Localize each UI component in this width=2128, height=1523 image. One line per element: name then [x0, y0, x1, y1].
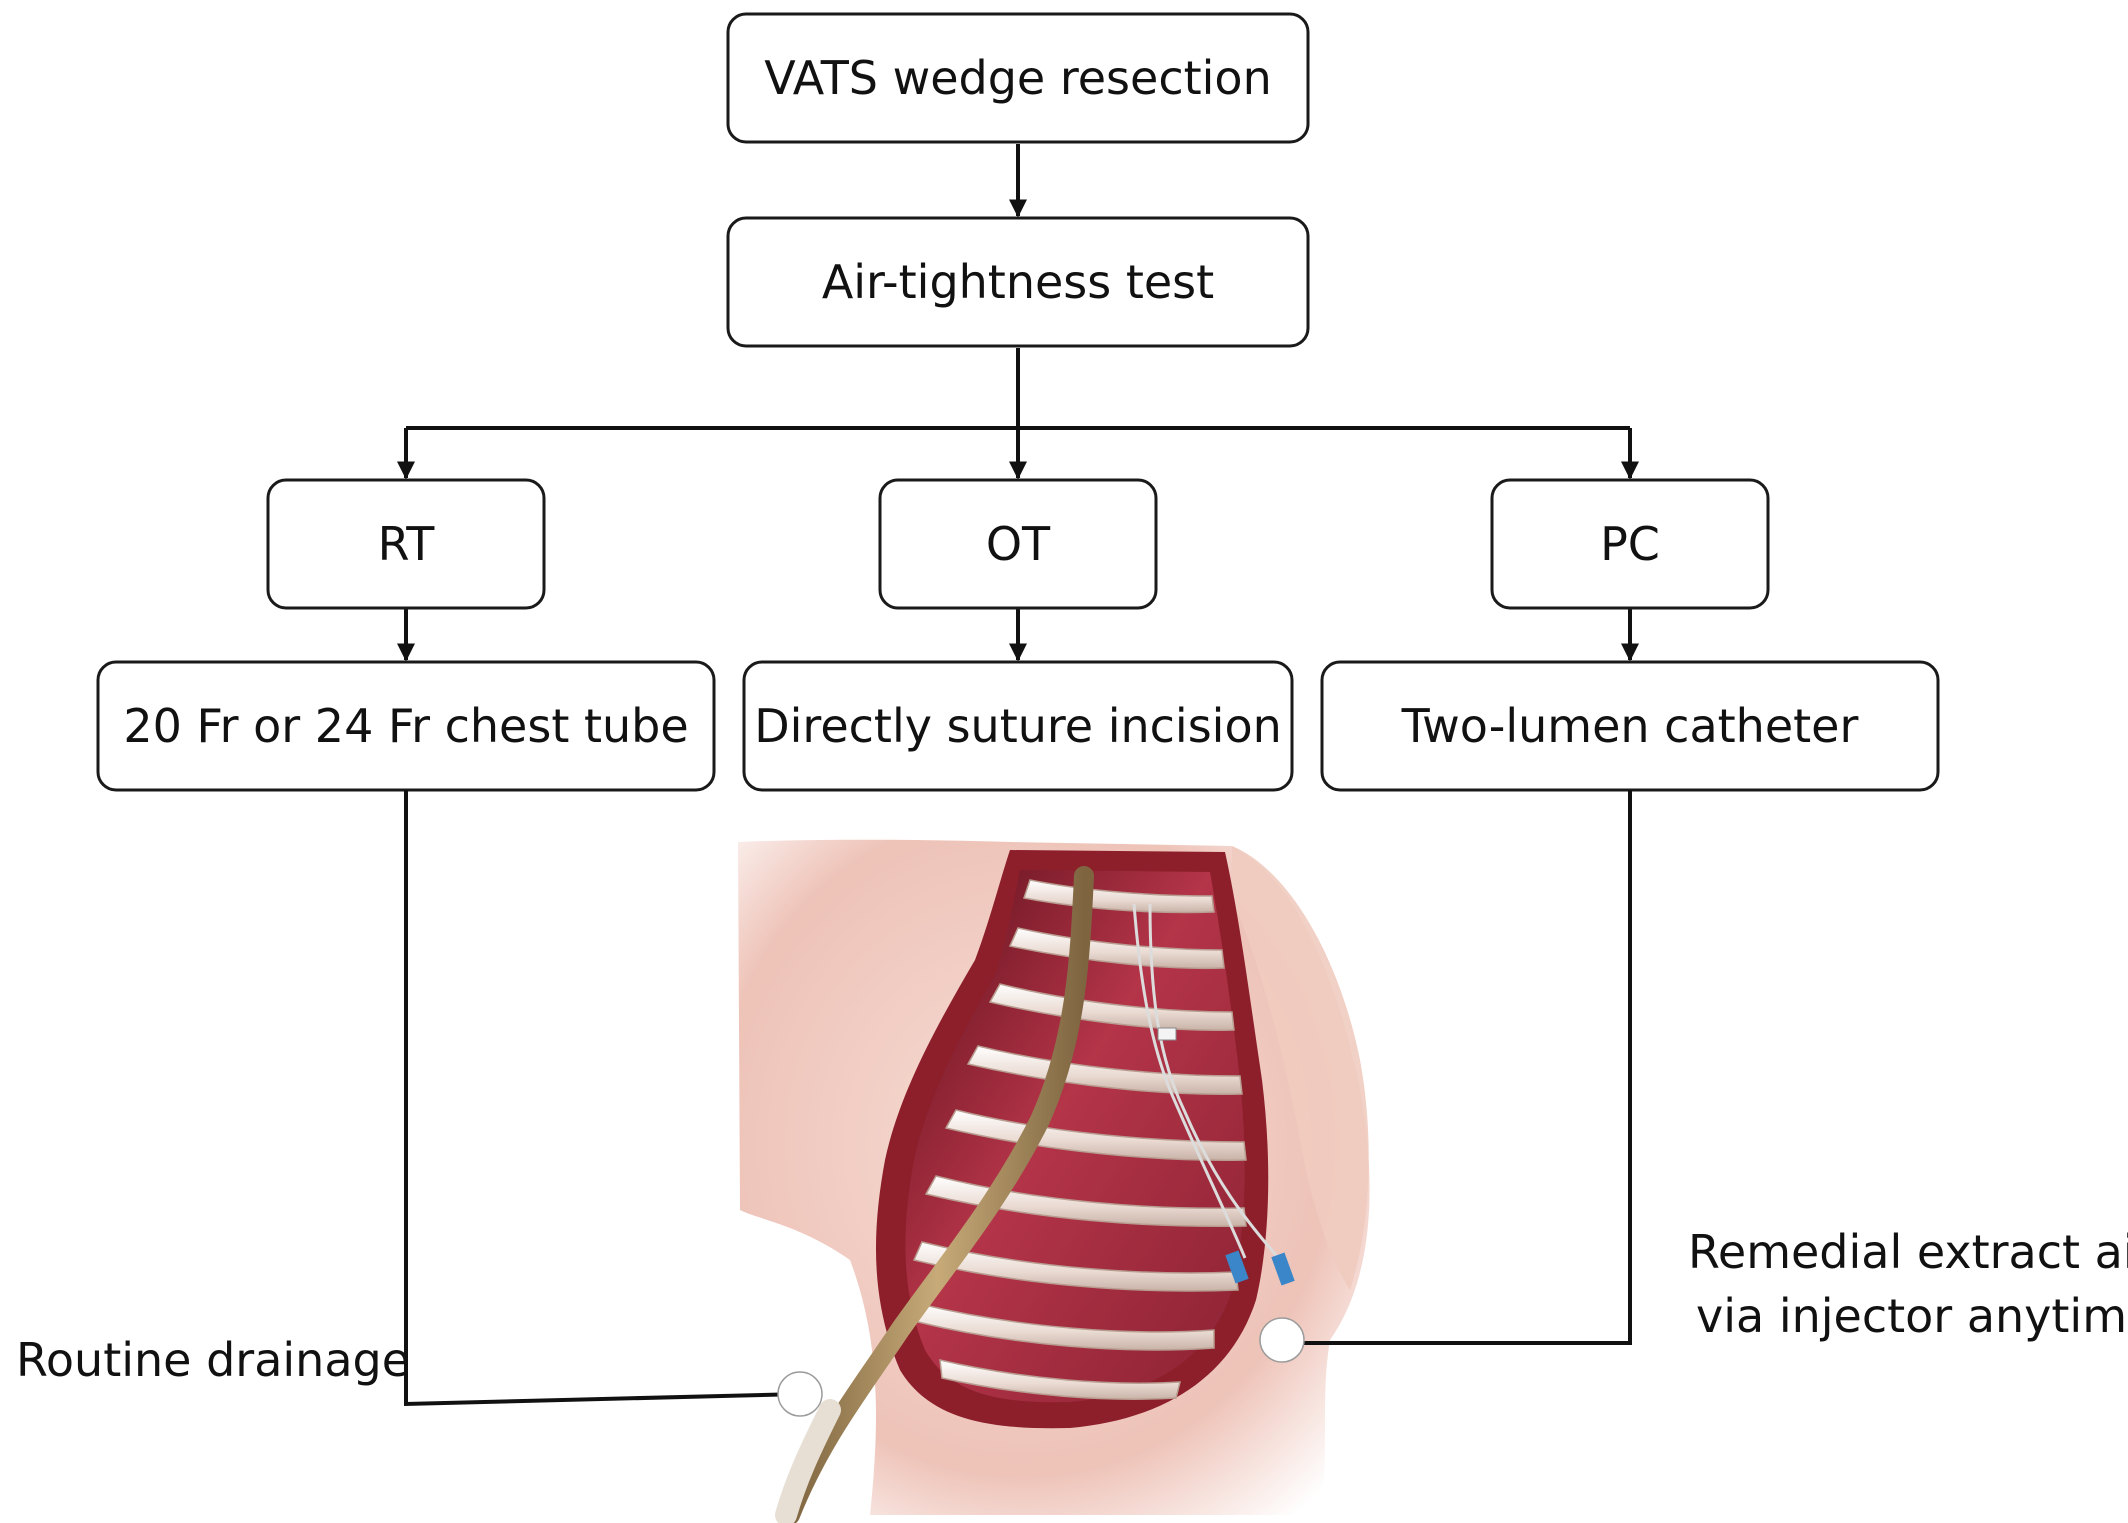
catheter-clip: [1157, 1027, 1177, 1041]
rib: [939, 1359, 1181, 1400]
node-ot-label: OT: [986, 517, 1051, 571]
remedial-label-line2: via injector anytime: [1696, 1289, 2128, 1343]
node-chest-tube: 20 Fr or 24 Fr chest tube: [96, 660, 716, 792]
leader-remedial: [1282, 790, 1632, 1345]
catheter-line: [1132, 903, 1247, 1259]
node-air-test-label: Air-tightness test: [822, 255, 1214, 309]
catheter-tip: [1271, 1252, 1295, 1286]
node-rt-label: RT: [378, 517, 436, 571]
node-pc-label: PC: [1600, 517, 1660, 571]
chest-illustration: [738, 839, 1370, 1523]
leaders: [404, 790, 1632, 1407]
node-ot: OT: [878, 478, 1158, 610]
catheter-marker: [1259, 1317, 1305, 1363]
remedial-label-line1: Remedial extract air: [1688, 1225, 2128, 1279]
chest-tube-outer: [775, 1399, 841, 1523]
node-pc: PC: [1490, 478, 1770, 610]
catheter-line: [1148, 903, 1284, 1263]
node-vats-label: VATS wedge resection: [764, 51, 1271, 105]
two-lumen-catheter: [1132, 903, 1284, 1263]
rib: [912, 1241, 1239, 1292]
arm-skin: [1232, 846, 1369, 1290]
chest-tube: [780, 866, 1094, 1523]
node-catheter: Two-lumen catheter: [1320, 660, 1940, 792]
flow-edges: [397, 144, 1639, 662]
leader-routine-drainage: [404, 790, 801, 1407]
rib: [917, 1303, 1215, 1351]
node-suture: Directly suture incision: [742, 660, 1294, 792]
rib: [924, 1175, 1247, 1228]
node-vats: VATS wedge resection: [726, 12, 1310, 144]
routine-drainage-label: Routine drainage: [16, 1333, 410, 1387]
node-catheter-label: Two-lumen catheter: [1401, 699, 1859, 753]
chest-tube-marker: [777, 1371, 823, 1417]
node-rt: RT: [266, 478, 546, 610]
node-air-test: Air-tightness test: [726, 216, 1310, 348]
node-suture-label: Directly suture incision: [754, 699, 1282, 753]
node-chest-tube-label: 20 Fr or 24 Fr chest tube: [123, 699, 688, 753]
catheter-tip: [1225, 1250, 1249, 1284]
